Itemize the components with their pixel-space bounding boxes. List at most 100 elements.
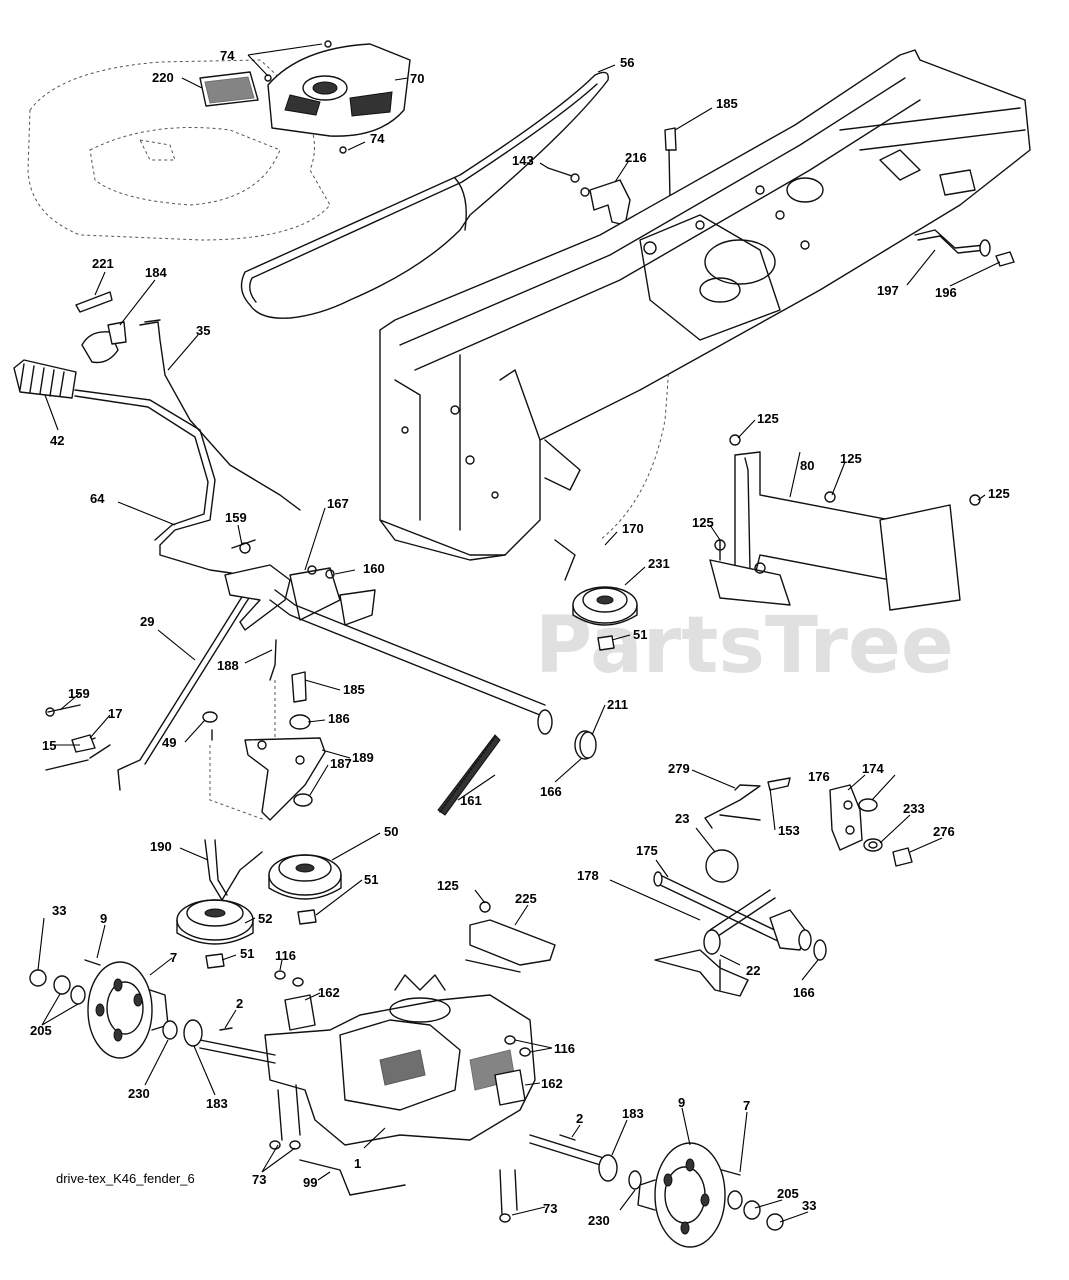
callout: 33	[52, 903, 66, 918]
callout: 125	[437, 878, 459, 893]
callout: 231	[648, 556, 670, 571]
callout: 153	[778, 823, 800, 838]
callout: 185	[343, 682, 365, 697]
callout: 99	[303, 1175, 317, 1190]
callout: 2	[236, 996, 243, 1011]
callout: 189	[352, 750, 374, 765]
fasteners-lower	[269, 970, 531, 1223]
callout: 159	[68, 686, 90, 701]
callout: 190	[150, 839, 172, 854]
callout: 225	[515, 891, 537, 906]
callout: 17	[108, 706, 122, 721]
callout: 23	[675, 811, 689, 826]
callout: 279	[668, 761, 690, 776]
callout: 185	[716, 96, 738, 111]
callout: 56	[620, 55, 634, 70]
callout: 125	[757, 411, 779, 426]
callout: 162	[318, 985, 340, 1000]
callout: 233	[903, 801, 925, 816]
callout: 160	[363, 561, 385, 576]
callout: 174	[862, 761, 884, 776]
callout: 221	[92, 256, 114, 271]
callout: 276	[933, 824, 955, 839]
callout: 162	[541, 1076, 563, 1091]
bolt-185-top	[599, 127, 677, 541]
callout: 9	[100, 911, 107, 926]
callout: 184	[145, 265, 167, 280]
callout: 51	[633, 627, 647, 642]
callout: 166	[793, 985, 815, 1000]
callout: 230	[588, 1213, 610, 1228]
callout: 183	[206, 1096, 228, 1111]
callout: 73	[252, 1172, 266, 1187]
callout: 125	[692, 515, 714, 530]
callout: 125	[988, 486, 1010, 501]
callout: 183	[622, 1106, 644, 1121]
callout: 188	[217, 658, 239, 673]
callout: 170	[622, 521, 644, 536]
grip-42	[13, 359, 77, 399]
callout: 73	[543, 1201, 557, 1216]
callout: 196	[935, 285, 957, 300]
clip-221	[75, 291, 113, 313]
linkage-left	[45, 704, 111, 771]
knob-184	[81, 321, 127, 364]
callout: 161	[460, 793, 482, 808]
callout: 230	[128, 1086, 150, 1101]
callout: 178	[577, 868, 599, 883]
callout: 159	[225, 510, 247, 525]
callout: 33	[802, 1198, 816, 1213]
callout: 15	[42, 738, 56, 753]
callout-numbers: 74 220 70 74 56 185 143 216 221 184 35 4…	[30, 48, 1010, 1228]
callout: 186	[328, 711, 350, 726]
washer-233	[863, 838, 883, 852]
callout: 197	[877, 283, 899, 298]
washer-174	[858, 798, 878, 812]
fuel-tank-cover	[264, 40, 411, 154]
callout: 167	[327, 496, 349, 511]
washer-166-mid	[579, 731, 597, 759]
callout: 175	[636, 843, 658, 858]
callout: 205	[777, 1186, 799, 1201]
callout: 42	[50, 433, 64, 448]
brake-rod-279	[704, 777, 791, 829]
callout: 7	[170, 950, 177, 965]
callout: 51	[240, 946, 254, 961]
lever-197	[914, 229, 1015, 267]
arm-190	[204, 839, 263, 901]
callout: 74	[220, 48, 235, 63]
callout: 143	[512, 153, 534, 168]
pulley-52	[176, 899, 254, 969]
callout: 22	[746, 963, 760, 978]
bracket-176	[829, 784, 863, 851]
main-frame	[379, 49, 1031, 561]
rod-35	[139, 319, 301, 511]
callout: 35	[196, 323, 210, 338]
callout: 49	[162, 735, 176, 750]
callout: 29	[140, 614, 154, 629]
diagram-caption: drive-tex_K46_fender_6	[56, 1171, 195, 1186]
callout: 74	[370, 131, 385, 146]
callout: 205	[30, 1023, 52, 1038]
callout: 211	[607, 697, 628, 712]
grille-plate	[199, 71, 259, 107]
callout: 216	[625, 150, 647, 165]
callout: 166	[540, 784, 562, 799]
rod-29	[117, 569, 266, 791]
leader-lines	[37, 43, 1001, 1223]
bolt-276	[892, 847, 913, 867]
callout: 187	[330, 756, 352, 771]
bracket-216	[547, 167, 631, 226]
wheel-hub-right	[559, 1134, 784, 1248]
callout: 52	[258, 911, 272, 926]
callout: 64	[90, 491, 105, 506]
drive-belt	[240, 71, 609, 319]
callout: 116	[275, 948, 296, 963]
callout: 80	[800, 458, 814, 473]
transaxle	[199, 974, 611, 1216]
callout: 176	[808, 769, 830, 784]
spring-161	[437, 734, 501, 816]
callout: 50	[384, 824, 398, 839]
callout: 9	[678, 1095, 685, 1110]
wheel-hub-left	[29, 959, 233, 1059]
